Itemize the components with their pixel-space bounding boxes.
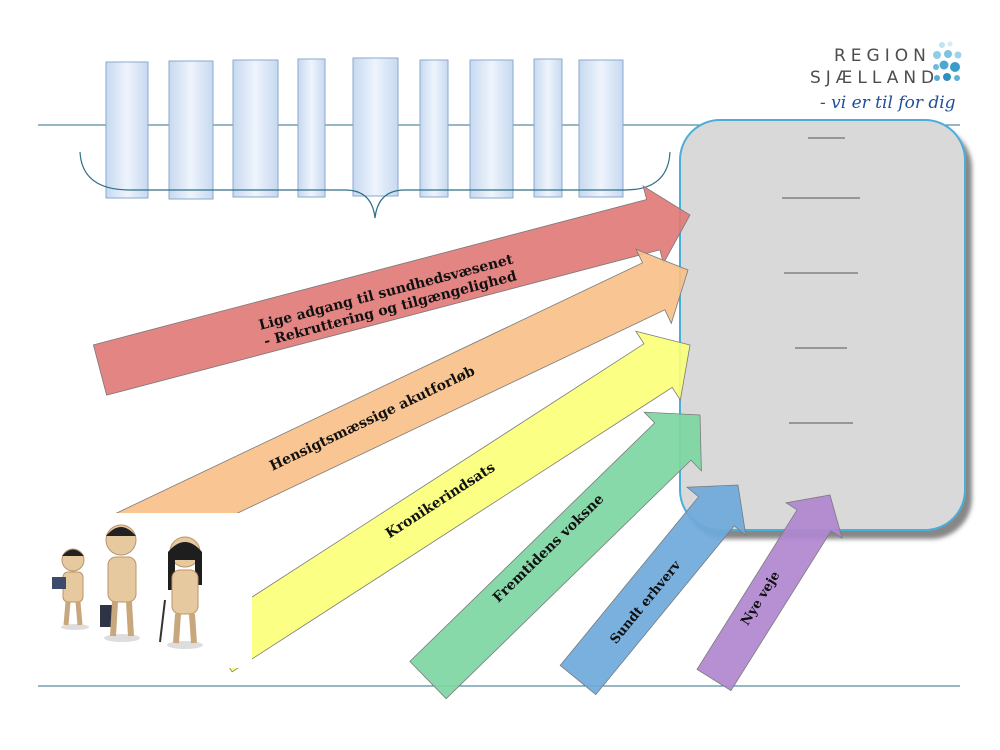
pillar: [168, 60, 214, 200]
pillar: [469, 59, 514, 199]
logo-dots-icon: [933, 41, 962, 81]
arrow-lige-adgang: [92, 185, 691, 396]
region-logo: REGION SJÆLLAND - vi er til for dig: [810, 41, 962, 113]
arrow-nye-veje: [696, 494, 843, 692]
arrow-shape: [559, 484, 747, 696]
target-box: [679, 119, 966, 531]
arrow-shape: [203, 330, 691, 673]
curly-brace: [79, 151, 671, 219]
arrow-shape: [409, 411, 702, 700]
arrow-fremtidens-voksne: [409, 411, 702, 700]
pillar: [297, 58, 326, 198]
arrow-shape: [92, 185, 691, 396]
pillar: [578, 59, 624, 198]
logo-line-1: REGION: [834, 46, 931, 66]
pillar: [105, 61, 149, 199]
logo-line-2: SJÆLLAND: [810, 68, 939, 88]
arrow-kroniker: [203, 330, 691, 673]
box-lines: [782, 137, 860, 424]
arrow-shape: [696, 494, 843, 692]
logo-tagline: - vi er til for dig: [820, 93, 956, 113]
people-figures-image: [28, 513, 252, 668]
pillar: [232, 59, 279, 198]
arrow-sundt-erhverv: [559, 484, 747, 696]
pillar: [533, 58, 563, 198]
adult-figure-icon: [100, 524, 140, 642]
child-figure-icon: [52, 548, 89, 630]
arrow-label-akutforloeb: Hensigtsmæssige akutforløb: [267, 363, 478, 474]
pillar: [352, 57, 399, 197]
pillar-group: [105, 57, 624, 200]
elder-figure-icon: [159, 536, 203, 649]
pillar: [419, 59, 449, 198]
